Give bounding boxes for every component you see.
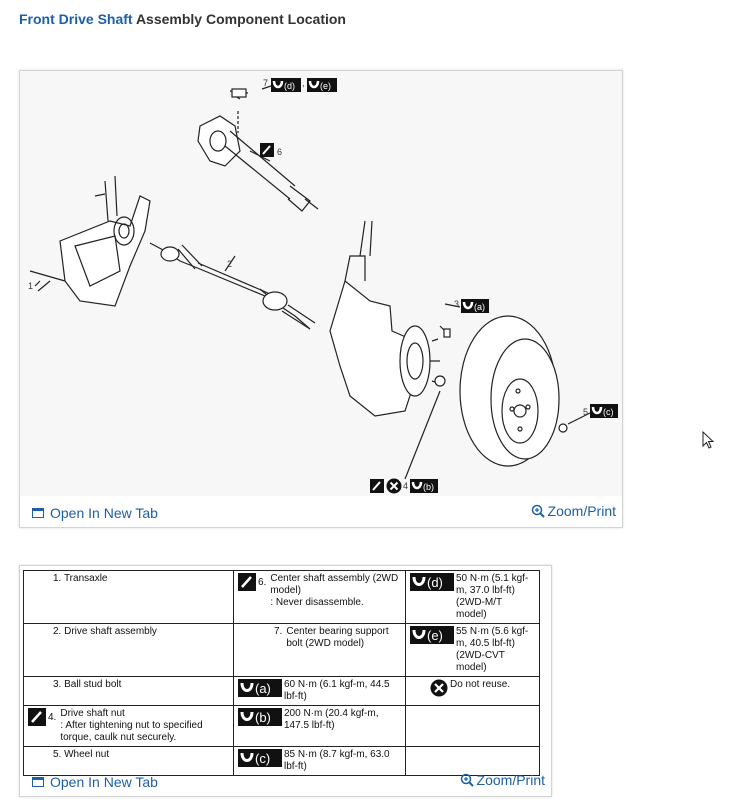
- open-in-new-tab-link[interactable]: Open In New Tab: [32, 774, 158, 790]
- torque-wrench-icon: (b): [238, 708, 282, 729]
- zoom-print-link[interactable]: Zoom/Print: [460, 772, 545, 788]
- table-row: 3. Ball stud bolt (a) 60 N·m (6.1 kgf-m,…: [23, 676, 540, 706]
- torque-code: (a): [255, 681, 271, 696]
- torque-wrench-icon: (c): [590, 404, 618, 423]
- legend-text: Do not reuse.: [450, 679, 511, 690]
- legend-cell: (b) 200 N·m (20.4 kgf-m, 147.5 lbf-ft): [233, 705, 406, 747]
- title-link[interactable]: Front Drive Shaft: [19, 11, 133, 27]
- legend-card: 1. Transaxle 6. Center shaft assembly (2…: [19, 565, 552, 797]
- grease-brush-icon: [260, 143, 274, 162]
- open-in-new-tab-icon: [32, 777, 44, 787]
- open-in-new-tab-icon: [32, 508, 44, 518]
- table-row: 2. Drive shaft assembly 7. Center bearin…: [23, 623, 540, 677]
- legend-text: 50 N·m (5.1 kgf-m, 37.0 lbf-ft) (2WD-M/T…: [456, 573, 529, 620]
- callout-6: 6: [277, 147, 283, 157]
- svg-text:(c): (c): [603, 407, 614, 417]
- table-row: 5. Wheel nut (c) 85 N·m (8.7 kgf-m, 63.0…: [23, 746, 540, 776]
- torque-wrench-icon: (a): [238, 679, 282, 700]
- legend-cell: 2. Drive shaft assembly: [23, 623, 234, 677]
- title-text: Assembly Component Location: [132, 11, 346, 27]
- legend-cell: 1. Transaxle: [23, 570, 234, 624]
- callout-7: 7: [263, 78, 269, 88]
- torque-wrench-icon: (c): [238, 749, 282, 770]
- legend-text: Drive shaft nut : After tightening nut t…: [60, 708, 203, 743]
- callout-sep: ,: [302, 78, 305, 88]
- torque-wrench-icon: (e): [410, 626, 454, 647]
- legend-text: Center bearing support bolt (2WD model): [286, 626, 389, 649]
- legend-text: 60 N·m (6.1 kgf-m, 44.5 lbf-ft): [284, 679, 390, 702]
- zoom-in-icon: [531, 504, 545, 518]
- table-row: 1. Transaxle 6. Center shaft assembly (2…: [23, 570, 540, 624]
- svg-text:(e): (e): [320, 81, 331, 91]
- svg-text:(d): (d): [284, 81, 295, 91]
- torque-code: (d): [427, 575, 443, 590]
- torque-wrench-icon: (d): [410, 573, 454, 594]
- legend-num: 6.: [258, 577, 267, 588]
- legend-cell: [405, 746, 540, 776]
- grease-brush-icon: [28, 708, 46, 729]
- torque-wrench-icon: (a): [461, 299, 489, 318]
- diagram-footer: Open In New Tab Zoom/Print: [20, 497, 622, 527]
- legend-text: 5. Wheel nut: [53, 749, 110, 760]
- legend-text: 85 N·m (8.7 kgf-m, 63.0 lbf-ft): [284, 749, 390, 772]
- open-in-new-tab-label: Open In New Tab: [50, 505, 158, 521]
- legend-cell: 7. Center bearing support bolt (2WD mode…: [233, 623, 406, 677]
- svg-text:(b): (b): [423, 482, 434, 492]
- legend-text: Center shaft assembly (2WD model) : Neve…: [270, 573, 399, 608]
- legend-table: 1. Transaxle 6. Center shaft assembly (2…: [23, 570, 540, 776]
- drive-shaft-diagram[interactable]: 7 (d) , (e) 6 2 1 3 (a) 5 (c) 4 (b): [20, 71, 622, 496]
- zoom-print-label: Zoom/Print: [547, 503, 616, 519]
- legend-num: 4.: [48, 712, 57, 723]
- legend-num: 7.: [274, 626, 283, 637]
- page-title: Front Drive Shaft Assembly Component Loc…: [19, 11, 346, 27]
- zoom-print-label: Zoom/Print: [476, 772, 545, 788]
- legend-text: 2. Drive shaft assembly: [53, 626, 157, 637]
- legend-cell: Do not reuse.: [405, 676, 540, 706]
- torque-code: (b): [255, 710, 271, 725]
- legend-cell: (c) 85 N·m (8.7 kgf-m, 63.0 lbf-ft): [233, 746, 406, 776]
- legend-footer: Open In New Tab Zoom/Print: [20, 766, 551, 796]
- table-row: 4. Drive shaft nut : After tightening nu…: [23, 705, 540, 747]
- diagram-drawing: [29, 82, 591, 480]
- legend-cell: 3. Ball stud bolt: [23, 676, 234, 706]
- callout-2: 2: [227, 259, 233, 269]
- legend-cell: (d) 50 N·m (5.1 kgf-m, 37.0 lbf-ft) (2WD…: [405, 570, 540, 624]
- callout-4: 4: [403, 481, 409, 491]
- torque-wrench-icon: (b): [410, 479, 438, 498]
- open-in-new-tab-link[interactable]: Open In New Tab: [32, 505, 158, 521]
- legend-cell: (e) 55 N·m (5.6 kgf-m, 40.5 lbf-ft) (2WD…: [405, 623, 540, 677]
- legend-text: 3. Ball stud bolt: [53, 679, 122, 690]
- grease-brush-icon: [238, 573, 256, 594]
- callout-1: 1: [28, 281, 34, 291]
- open-in-new-tab-label: Open In New Tab: [50, 774, 158, 790]
- zoom-in-icon: [460, 773, 474, 787]
- do-not-reuse-icon: [430, 679, 448, 700]
- svg-text:(a): (a): [474, 302, 485, 312]
- zoom-print-link[interactable]: Zoom/Print: [531, 503, 616, 519]
- legend-cell: 6. Center shaft assembly (2WD model) : N…: [233, 570, 406, 624]
- legend-text: 55 N·m (5.6 kgf-m, 40.5 lbf-ft) (2WD-CVT…: [456, 626, 529, 673]
- legend-cell: (a) 60 N·m (6.1 kgf-m, 44.5 lbf-ft): [233, 676, 406, 706]
- torque-code: (e): [427, 628, 443, 643]
- callout-5: 5: [583, 407, 589, 417]
- legend-text: 200 N·m (20.4 kgf-m, 147.5 lbf-ft): [284, 708, 379, 731]
- torque-wrench-icon: (d): [271, 78, 301, 97]
- callout-3: 3: [454, 299, 460, 309]
- grease-brush-icon: [370, 479, 384, 498]
- legend-text: 1. Transaxle: [53, 573, 108, 584]
- torque-wrench-icon: (e): [307, 78, 337, 97]
- legend-cell: [405, 705, 540, 747]
- torque-code: (c): [255, 751, 270, 766]
- legend-cell: 4. Drive shaft nut : After tightening nu…: [23, 705, 234, 747]
- do-not-reuse-icon: [386, 478, 402, 499]
- legend-cell: 5. Wheel nut: [23, 746, 234, 776]
- diagram-card: 7 (d) , (e) 6 2 1 3 (a) 5 (c) 4 (b): [19, 70, 623, 528]
- mouse-cursor-icon: [702, 431, 715, 449]
